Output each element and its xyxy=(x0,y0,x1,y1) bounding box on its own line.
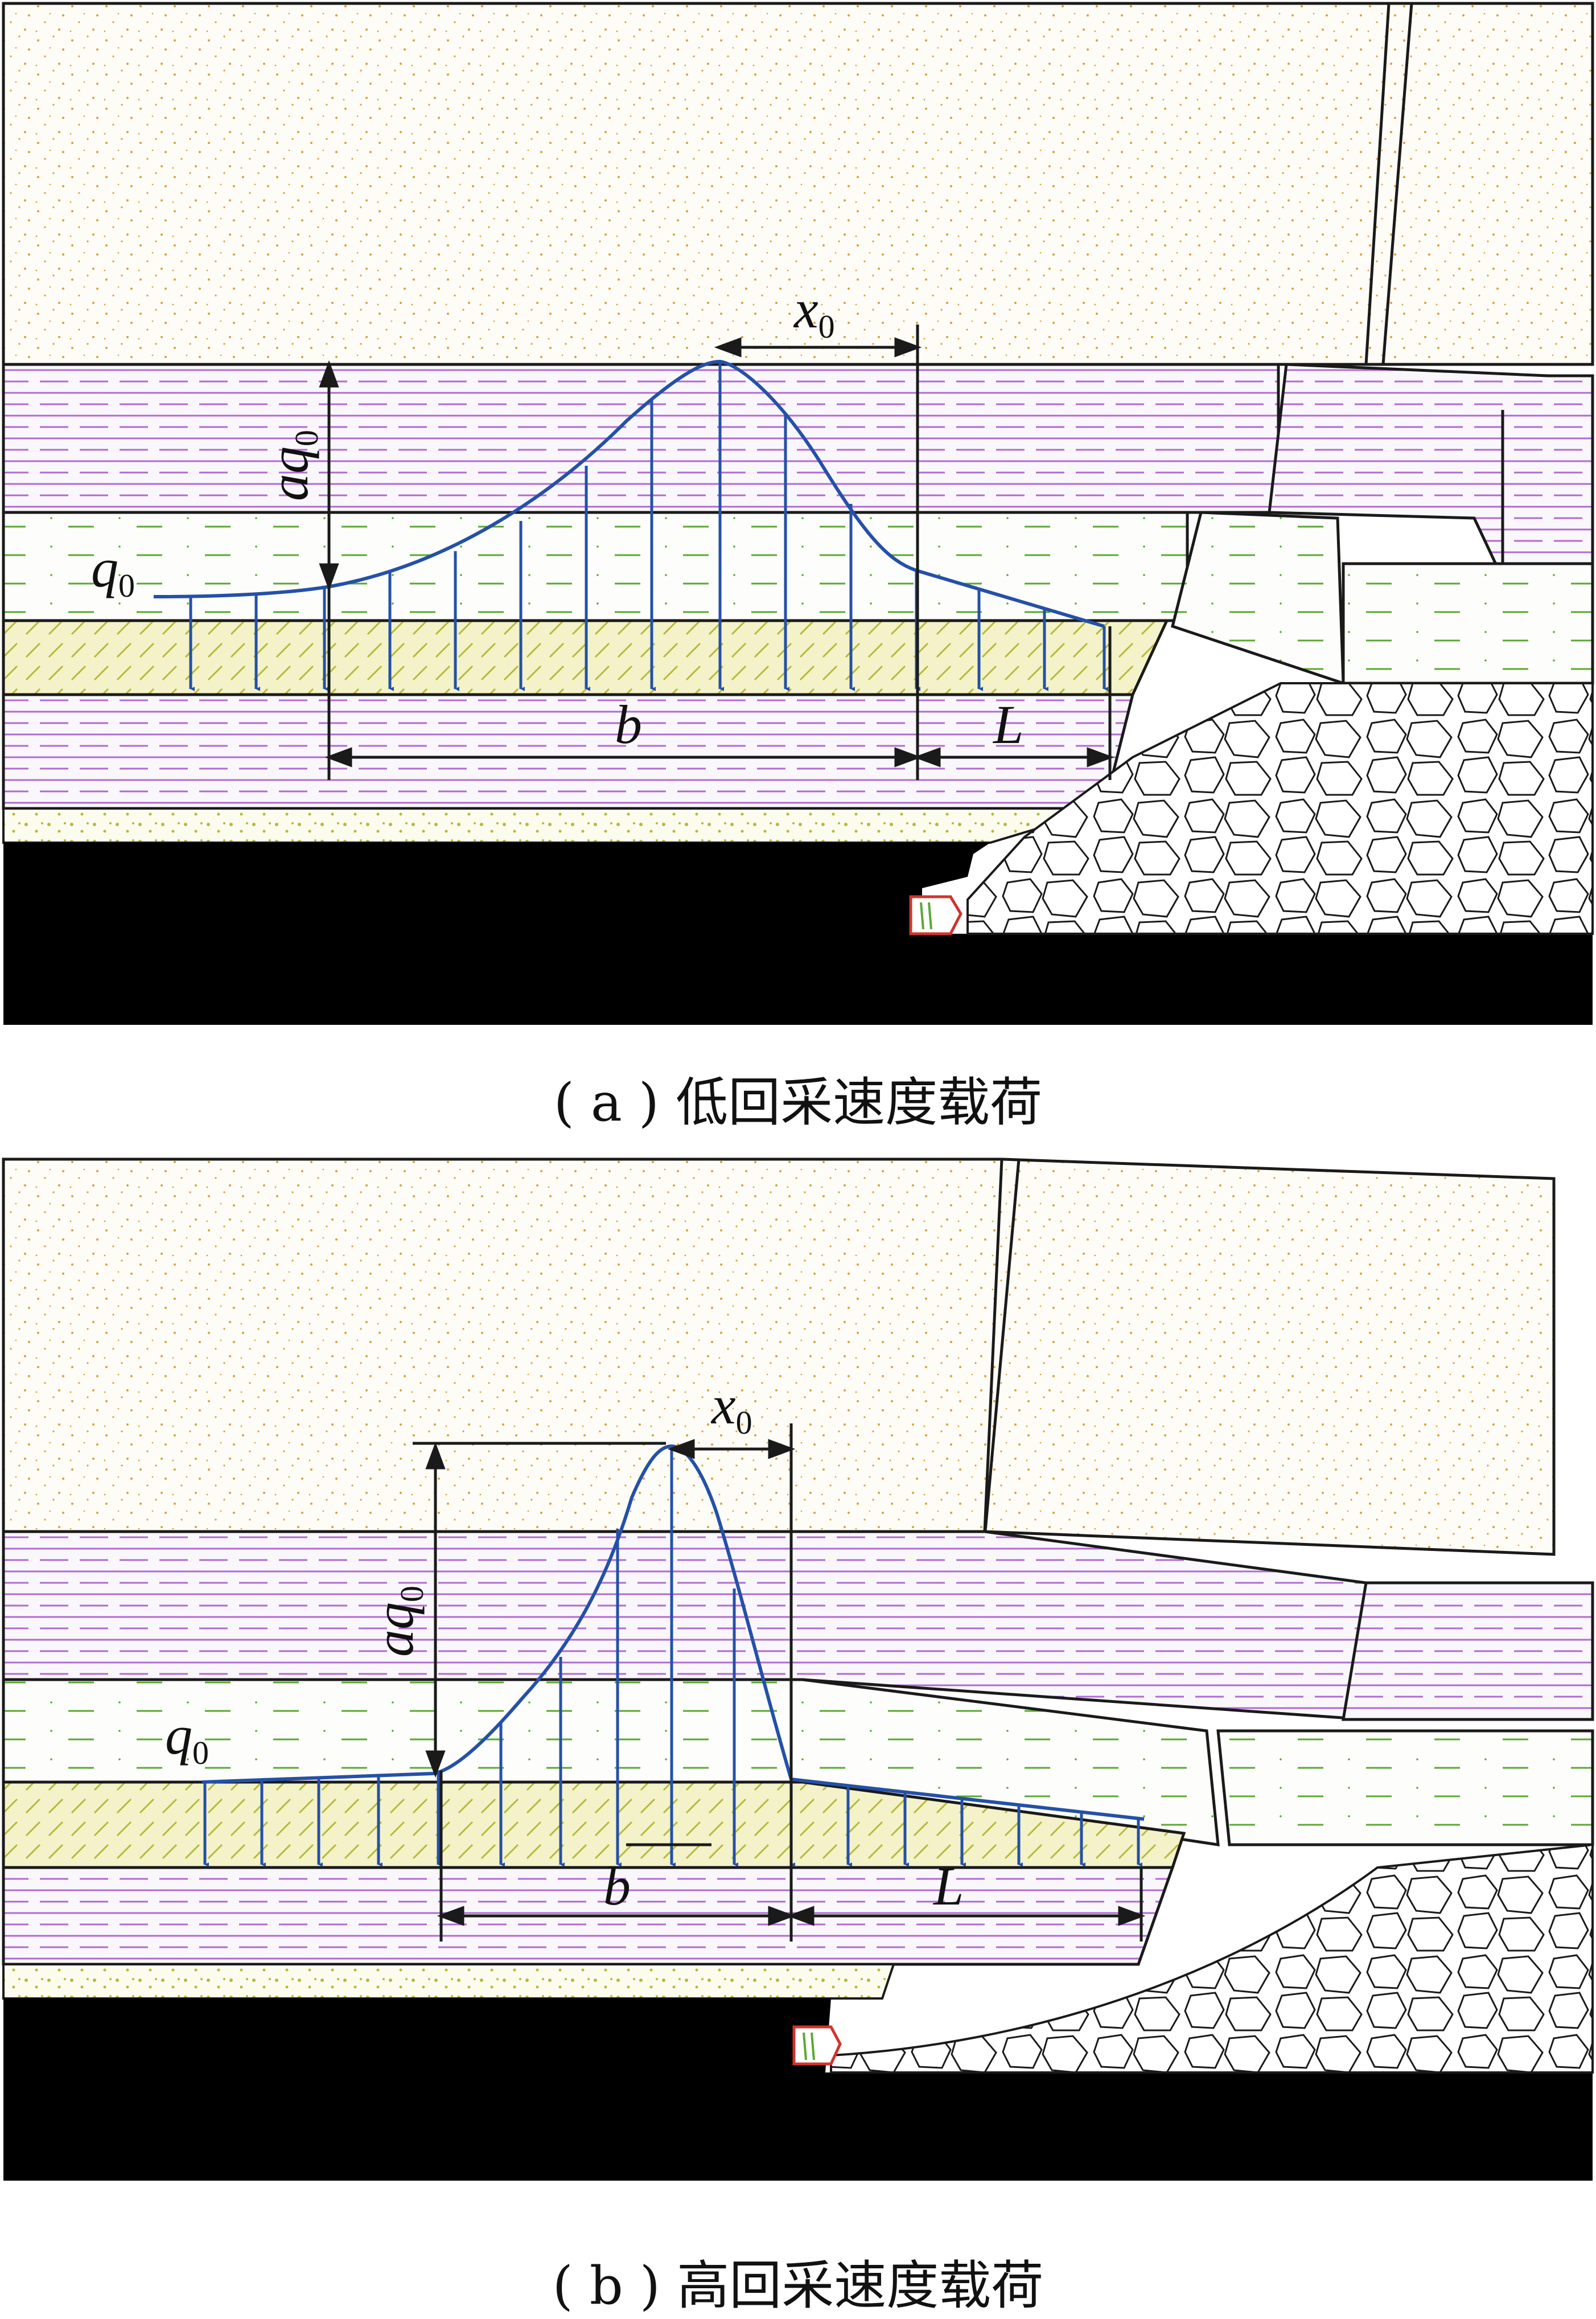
dimension-lines xyxy=(319,325,1114,780)
aq0-label: aq0 xyxy=(364,1586,430,1657)
aq0-label: aq0 xyxy=(258,430,325,501)
load-arrows xyxy=(189,362,1109,691)
abutment-pressure-curve xyxy=(153,359,1105,628)
q0-label: q0 xyxy=(91,537,135,604)
q0-label: q0 xyxy=(165,1705,209,1771)
siltstone-layer xyxy=(2,511,1189,622)
L-label: L xyxy=(932,1856,964,1916)
mudstone-layer xyxy=(2,363,1280,514)
L-label: L xyxy=(992,694,1023,755)
caption-b: ( b ) 高回采速度载荷 xyxy=(552,2255,1044,2316)
caption-a: ( a ) 低回采速度载荷 xyxy=(553,1072,1043,1133)
coal-seam xyxy=(3,1998,1593,2181)
x0-label: x0 xyxy=(710,1374,752,1441)
gob-rubble xyxy=(830,1843,1594,2074)
panel-b-high-speed: x0 aq0 q0 b L xyxy=(0,1156,1596,2181)
panel-a-low-speed: x0 aq0 q0 b L xyxy=(0,0,1596,1036)
panel-b-diagram: x0 aq0 q0 b L xyxy=(2,1158,1594,2181)
panel-a-diagram: x0 aq0 q0 b L xyxy=(2,2,1594,1025)
dimension-lines xyxy=(413,1423,1146,1942)
b-label: b xyxy=(615,694,642,755)
abutment-pressure-curve xyxy=(201,1444,1145,1821)
load-arrows xyxy=(203,1446,1143,1867)
main-roof-sandstone xyxy=(2,1158,1556,1556)
immediate-roof xyxy=(2,1780,1186,1869)
main-roof-sandstone xyxy=(2,2,1594,366)
x0-label: x0 xyxy=(793,278,835,345)
gob-rubble xyxy=(966,682,1594,935)
b-label: b xyxy=(603,1856,631,1916)
hydraulic-support-icon xyxy=(909,895,962,935)
coal-seam xyxy=(3,843,1593,1025)
hydraulic-support-icon xyxy=(792,2025,842,2066)
